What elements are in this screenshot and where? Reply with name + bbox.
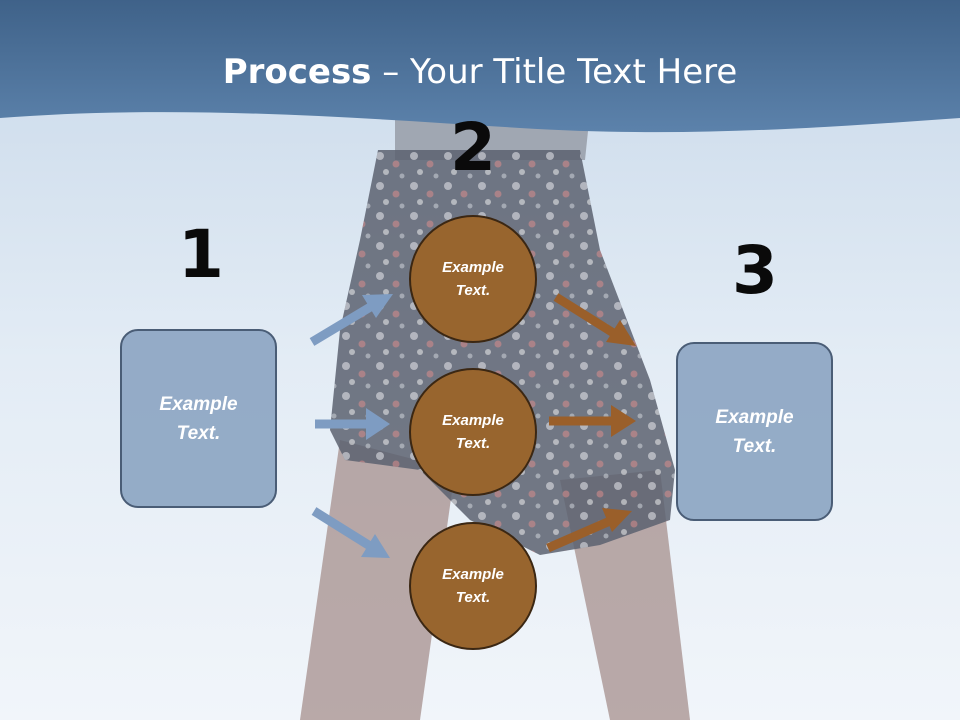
circle-2-line-1: Example [442, 412, 504, 429]
step-number-1: 1 [178, 216, 224, 293]
step-number-2: 2 [450, 109, 496, 186]
arrow-to-circle-1 [309, 294, 393, 346]
title-rest: – Your Title Text Here [371, 52, 738, 92]
box-right-line-2: Text. [732, 435, 777, 457]
circle-2-line-2: Text. [455, 435, 491, 452]
box-left-line-1: Example [159, 393, 238, 415]
circle-1-line-1: Example [442, 259, 504, 276]
arrow-from-circle-2 [549, 405, 636, 437]
slide-title: Process – Your Title Text Here [0, 52, 960, 92]
arrow-to-circle-3 [311, 507, 390, 558]
box-left-line-2: Text. [176, 422, 221, 444]
circle-3-line-2: Text. [455, 589, 491, 606]
arrow-from-circle-3 [546, 508, 632, 553]
title-bold: Process [222, 52, 372, 92]
arrow-to-circle-2 [315, 408, 390, 440]
arrow-from-circle-1 [553, 293, 636, 346]
circle-1-line-2: Text. [455, 282, 491, 299]
box-right-line-1: Example [715, 406, 794, 428]
step-number-3: 3 [732, 232, 778, 309]
circle-3-line-1: Example [442, 566, 504, 583]
